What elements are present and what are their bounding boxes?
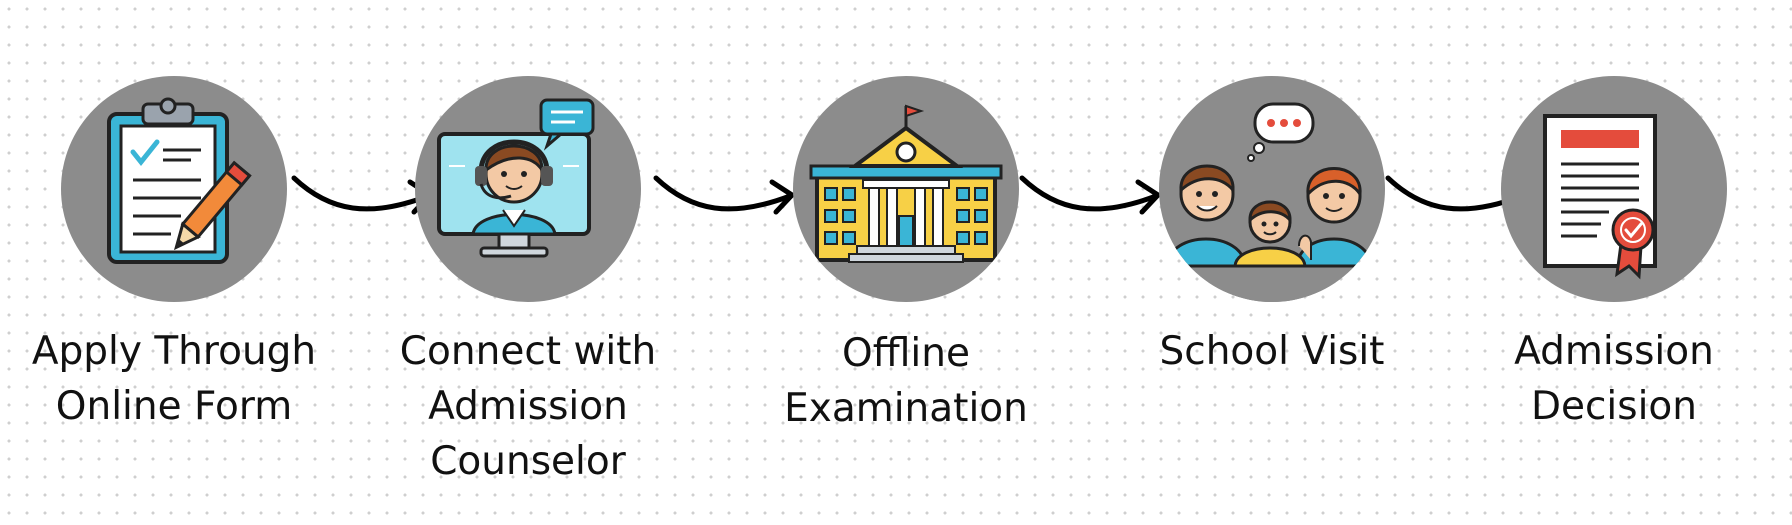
school-building-icon	[809, 104, 1003, 263]
clipboard-checklist-icon	[107, 97, 252, 264]
arrow-2-icon	[653, 175, 795, 215]
step-1-label: Apply Through Online Form	[31, 329, 317, 429]
arrow-3-icon	[1019, 175, 1161, 215]
step-5-circle	[1501, 76, 1727, 302]
step-1-circle	[61, 76, 287, 302]
counselor-headset-icon	[437, 98, 595, 258]
family-visit-icon	[1159, 102, 1385, 302]
certificate-icon	[1543, 114, 1657, 280]
step-apply-online: Apply Through Online Form	[24, 76, 324, 506]
step-admission-decision: Admission Decision	[1464, 76, 1764, 506]
step-3-circle	[793, 76, 1019, 302]
step-3-label: Offline Examination	[784, 331, 1028, 431]
step-school-visit: School Visit	[1122, 76, 1422, 506]
step-connect-counselor: Connect with Admission Counselor	[378, 76, 678, 506]
step-4-circle	[1159, 76, 1385, 302]
step-5-label: Admission Decision	[1514, 329, 1714, 429]
step-2-circle	[415, 76, 641, 302]
step-offline-examination: Offline Examination	[756, 76, 1056, 506]
step-2-label: Connect with Admission Counselor	[399, 329, 657, 484]
step-4-label: School Visit	[1159, 329, 1385, 374]
